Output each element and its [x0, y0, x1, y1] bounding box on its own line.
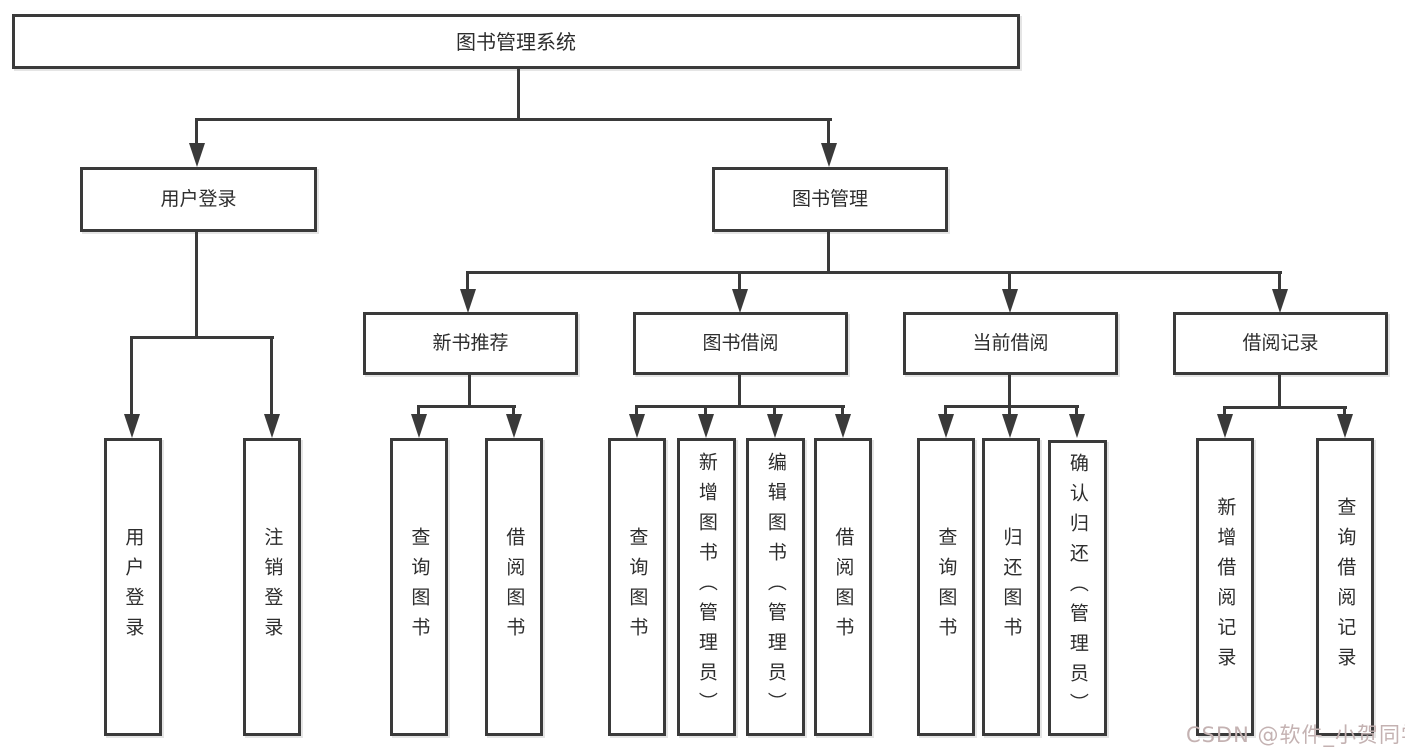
- connector-book-mgmt-stem: [827, 232, 830, 273]
- arrowhead-leaf-logout: [264, 414, 280, 438]
- arrowhead-leaf: [767, 414, 783, 438]
- arrowhead-leaf: [835, 414, 851, 438]
- node-library-management-system: 图书管理系统: [12, 14, 1020, 69]
- leaf-borrow-books-recommend: 借阅图书: [485, 438, 543, 736]
- leaf-query-books-recommend: 查询图书: [390, 438, 448, 736]
- arrowhead-leaf: [411, 414, 427, 438]
- connector-leaf: [704, 405, 707, 416]
- connector-leaf: [635, 405, 638, 416]
- arrowhead-current-borrow: [1002, 289, 1018, 313]
- arrowhead-book-borrow: [732, 289, 748, 313]
- node-new-book-recommend: 新书推荐: [363, 312, 578, 375]
- leaf-add-books-admin: 新增图书（管理员）: [677, 438, 736, 736]
- node-label: 用户登录: [160, 188, 237, 211]
- node-label: 图书管理系统: [456, 29, 576, 54]
- leaf-logout: 注销登录: [243, 438, 301, 736]
- arrowhead-leaf: [1217, 414, 1233, 438]
- connector-to-borrow-records: [1278, 271, 1281, 291]
- connector-borrow-records-bar: [1223, 406, 1347, 409]
- arrowhead-leaf: [938, 414, 954, 438]
- arrowhead-leaf: [506, 414, 522, 438]
- connector-root-bar: [196, 118, 832, 121]
- leaf-label: 编辑图书（管理员）: [764, 452, 787, 722]
- node-label: 借阅记录: [1242, 332, 1319, 355]
- leaf-query-books-current: 查询图书: [917, 438, 975, 736]
- node-borrow-records: 借阅记录: [1173, 312, 1388, 375]
- leaf-label: 查询图书: [935, 527, 958, 647]
- connector-leaf: [1008, 405, 1011, 416]
- arrowhead-borrow-records: [1272, 289, 1288, 313]
- node-label: 当前借阅: [972, 332, 1049, 355]
- connector-leaf: [1223, 406, 1226, 416]
- leaf-confirm-return-admin: 确认归还（管理员）: [1048, 440, 1107, 736]
- node-book-management: 图书管理: [712, 167, 948, 232]
- node-current-borrow: 当前借阅: [903, 312, 1118, 375]
- connector-borrow-records-stem: [1278, 375, 1281, 408]
- node-label: 图书管理: [791, 188, 868, 211]
- connector-leaf: [417, 405, 420, 416]
- leaf-label: 确认归还（管理员）: [1066, 453, 1089, 723]
- connector-current-borrow-bar: [944, 405, 1079, 408]
- leaf-label: 用户登录: [122, 527, 145, 647]
- connector-new-book-stem: [468, 375, 471, 407]
- connector-new-book-bar: [417, 405, 516, 408]
- arrowhead-leaf: [629, 414, 645, 438]
- arrowhead-leaf: [698, 414, 714, 438]
- connector-to-book-borrow: [738, 271, 741, 291]
- node-user-login: 用户登录: [80, 167, 317, 232]
- connector-book-borrow-bar: [635, 405, 845, 408]
- leaf-label: 新增图书（管理员）: [695, 452, 718, 722]
- connector-to-user-login: [195, 118, 198, 145]
- leaf-query-books-borrow: 查询图书: [608, 438, 666, 736]
- connector-to-current-borrow: [1008, 271, 1011, 291]
- arrowhead-user-login: [189, 143, 205, 167]
- connector-root-stem: [517, 69, 520, 118]
- arrowhead-leaf: [1069, 414, 1085, 438]
- connector-user-login-stem: [195, 232, 198, 338]
- leaf-edit-books-admin: 编辑图书（管理员）: [746, 438, 805, 736]
- connector-to-book-management: [827, 118, 830, 145]
- arrowhead-new-book: [460, 289, 476, 313]
- node-book-borrow: 图书借阅: [633, 312, 848, 375]
- connector-leaf: [944, 405, 947, 416]
- connector-to-new-book: [466, 271, 469, 291]
- leaf-label: 查询图书: [626, 527, 649, 647]
- connector-user-login-bar: [130, 336, 274, 339]
- leaf-label: 查询借阅记录: [1334, 497, 1357, 677]
- connector-book-borrow-stem: [738, 375, 741, 407]
- connector-to-leaf-user-login: [130, 336, 133, 415]
- node-label: 新书推荐: [432, 332, 509, 355]
- leaf-user-login: 用户登录: [104, 438, 162, 736]
- leaf-label: 查询图书: [408, 527, 431, 647]
- connector-current-borrow-stem: [1008, 375, 1011, 407]
- connector-leaf: [1075, 405, 1078, 416]
- leaf-label: 新增借阅记录: [1214, 497, 1237, 677]
- connector-leaf: [841, 405, 844, 416]
- leaf-label: 借阅图书: [832, 527, 855, 647]
- connector-leaf: [773, 405, 776, 416]
- connector-leaf: [512, 405, 515, 416]
- leaf-label: 注销登录: [261, 527, 284, 647]
- leaf-label: 借阅图书: [503, 527, 526, 647]
- csdn-watermark: CSDN @软件_小贺同学: [1186, 723, 1405, 747]
- connector-book-mgmt-bar: [466, 271, 1282, 274]
- arrowhead-leaf: [1337, 414, 1353, 438]
- leaf-borrow-books: 借阅图书: [814, 438, 872, 736]
- connector-leaf: [1343, 406, 1346, 416]
- arrowhead-book-management: [821, 143, 837, 167]
- leaf-query-borrow-record: 查询借阅记录: [1316, 438, 1374, 736]
- node-label: 图书借阅: [702, 332, 779, 355]
- arrowhead-leaf-user-login: [124, 414, 140, 438]
- arrowhead-leaf: [1002, 414, 1018, 438]
- leaf-add-borrow-record: 新增借阅记录: [1196, 438, 1254, 736]
- connector-to-leaf-logout: [270, 336, 273, 415]
- leaf-label: 归还图书: [1000, 527, 1023, 647]
- leaf-return-books: 归还图书: [982, 438, 1040, 736]
